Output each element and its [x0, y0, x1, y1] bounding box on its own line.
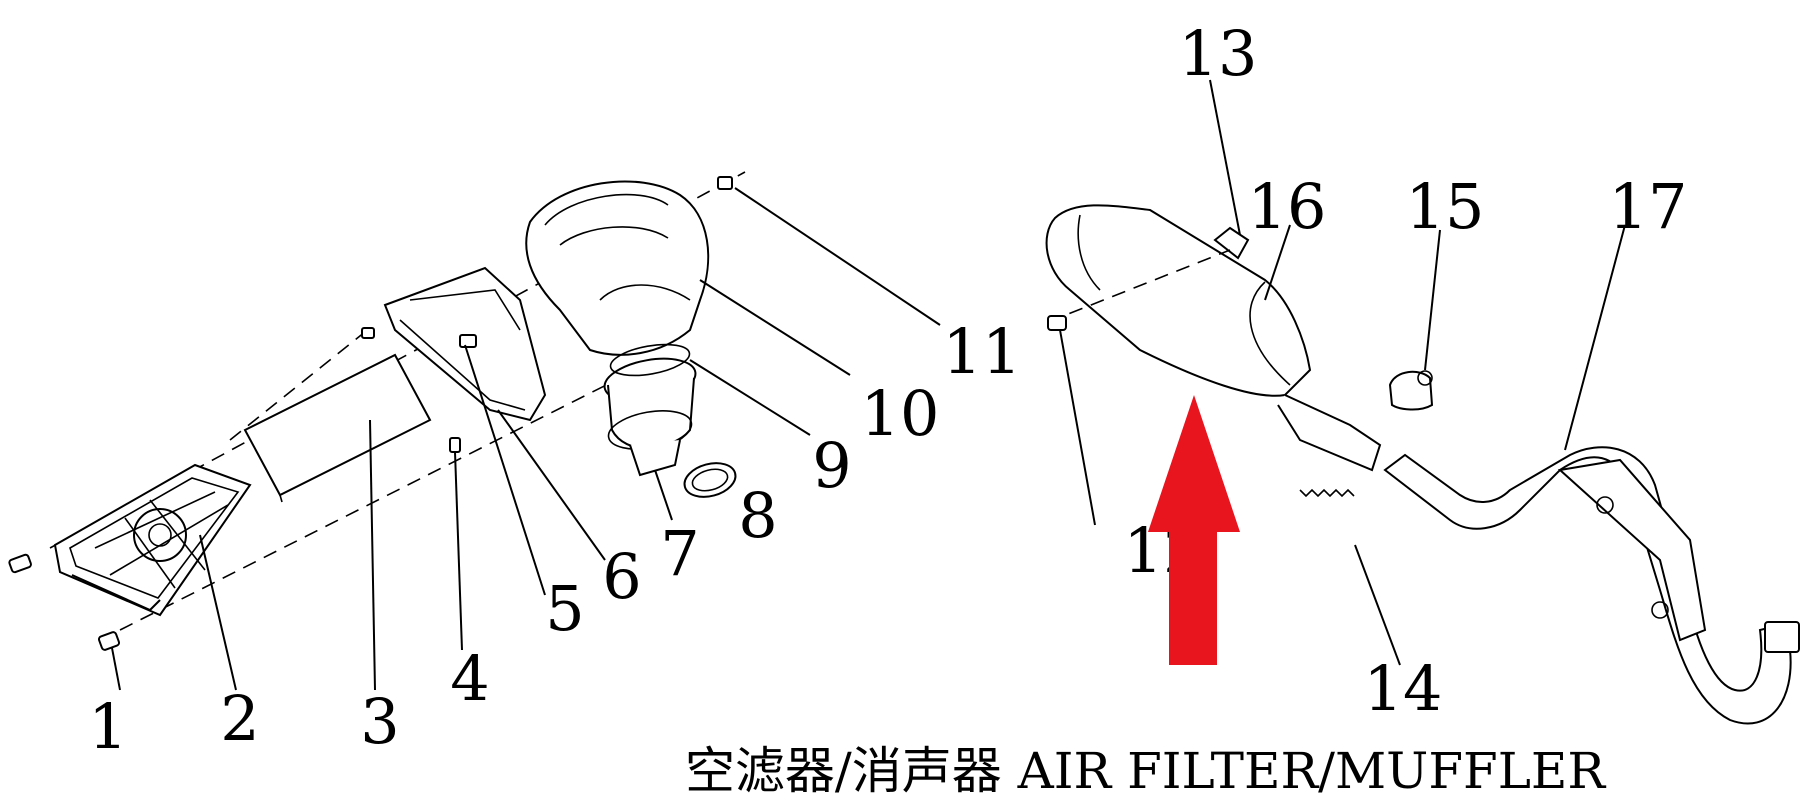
- part-labels: 1 2 3 4 5 6 7 8 9 10 11 12 13 14 15 16 1…: [88, 17, 1687, 763]
- part-label-2: 2: [220, 682, 259, 755]
- muffler-body-part-16: [1045, 204, 1382, 472]
- part-label-8: 8: [738, 479, 777, 552]
- clamp-part-15: [1388, 229, 1441, 411]
- part-label-10: 10: [861, 377, 940, 450]
- part-label-13: 13: [1179, 17, 1258, 90]
- part-label-6: 6: [602, 540, 641, 613]
- diagram-caption: 空滤器/消声器 AIR FILTER/MUFFLER: [685, 742, 1606, 800]
- part-label-17: 17: [1609, 170, 1688, 243]
- bolt-part-12: [1047, 315, 1096, 526]
- part-label-11: 11: [943, 315, 1022, 388]
- air-box-part-10: [525, 180, 851, 376]
- hose-clamp-part-8: [683, 462, 737, 498]
- leader-part-13: [1209, 79, 1241, 236]
- up-arrow-icon: [1148, 395, 1240, 665]
- part-label-14: 14: [1364, 652, 1443, 725]
- filter-frame-part-5-6: [361, 266, 606, 596]
- rubber-boot-part-7: [603, 357, 697, 521]
- muffler-assembly: [1045, 79, 1800, 725]
- part-label-5: 5: [545, 572, 584, 645]
- part-label-16: 16: [1248, 170, 1327, 243]
- part-label-3: 3: [360, 685, 399, 758]
- part-label-1: 1: [88, 690, 127, 763]
- part-label-15: 15: [1406, 170, 1485, 243]
- air-filter-assembly: [8, 171, 941, 691]
- filter-element-part-3: [243, 353, 432, 691]
- clamp-ring-part-9: [609, 343, 811, 436]
- part-label-7: 7: [660, 517, 699, 590]
- grill-cover-part-2: [53, 463, 252, 691]
- screw-part-1: [8, 553, 121, 691]
- nut-part-11: [717, 176, 941, 326]
- spring-part-14: [1299, 488, 1401, 666]
- exhaust-pipe-part-17: [1383, 224, 1800, 725]
- screw-part-4: [449, 437, 463, 651]
- part-label-9: 9: [812, 429, 851, 502]
- part-label-4: 4: [450, 642, 489, 715]
